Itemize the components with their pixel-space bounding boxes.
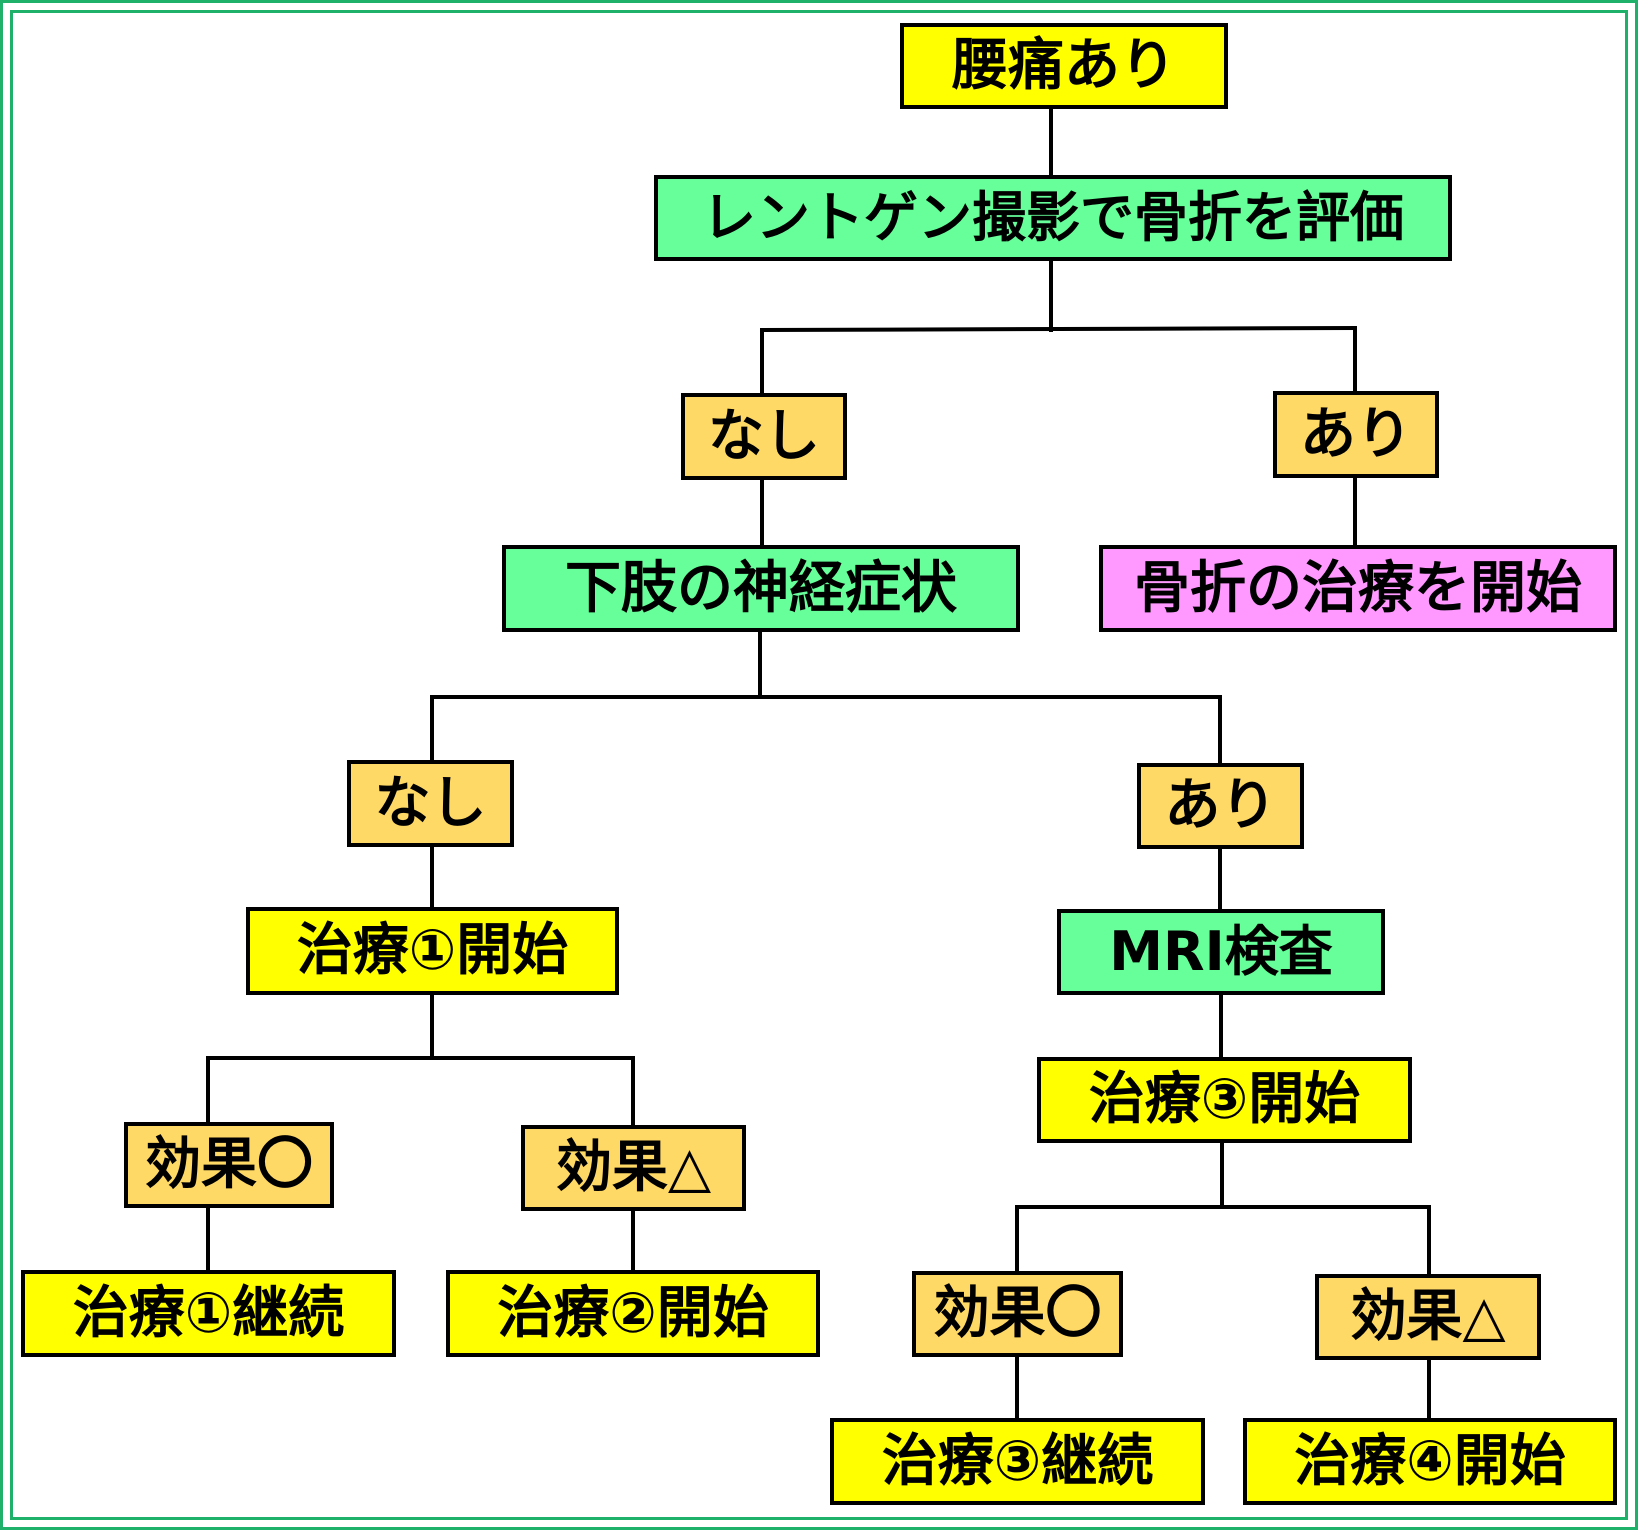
node-treatment3-continue: 治療③継続 — [830, 1418, 1205, 1505]
node-no-fracture: なし — [681, 393, 847, 480]
node-t1-effect-partial: 効果△ — [521, 1125, 746, 1211]
node-xray-fracture-eval: レントゲン撮影で骨折を評価 — [654, 175, 1452, 261]
node-treatment3-start: 治療③開始 — [1037, 1057, 1412, 1143]
node-mri-exam: MRI検査 — [1057, 909, 1385, 995]
inner-frame — [10, 10, 1628, 1520]
node-fracture-treatment-start: 骨折の治療を開始 — [1099, 545, 1617, 632]
node-neuro-yes: あり — [1137, 763, 1304, 849]
node-lower-limb-neuro: 下肢の神経症状 — [502, 545, 1020, 632]
node-treatment1-start: 治療①開始 — [246, 907, 619, 995]
node-t3-effect-partial: 効果△ — [1315, 1274, 1541, 1360]
node-treatment4-start: 治療④開始 — [1243, 1418, 1617, 1505]
node-low-back-pain: 腰痛あり — [900, 23, 1228, 109]
node-t3-effect-good: 効果〇 — [912, 1271, 1123, 1357]
node-fracture-yes: あり — [1273, 391, 1439, 478]
node-t1-effect-good: 効果〇 — [124, 1122, 334, 1208]
node-treatment1-continue: 治療①継続 — [21, 1270, 396, 1357]
node-treatment2-start: 治療②開始 — [446, 1270, 820, 1357]
connector-xray-branch — [759, 325, 1358, 333]
node-no-neuro: なし — [347, 760, 514, 847]
